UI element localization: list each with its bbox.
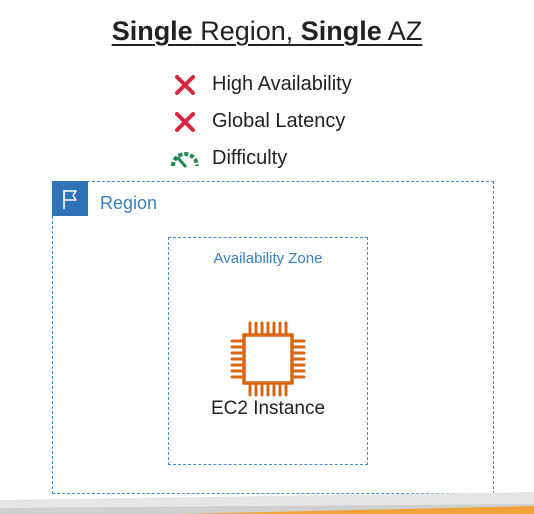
criteria-item-difficulty: Difficulty	[170, 140, 352, 177]
region-box: Region	[52, 181, 494, 494]
title-part-2: Region,	[192, 16, 301, 46]
x-icon	[170, 110, 200, 134]
title-part-3: Single	[300, 16, 382, 46]
flag-icon	[52, 181, 88, 216]
criteria-label: Difficulty	[212, 147, 288, 169]
title-part-4: AZ	[381, 16, 423, 46]
region-label: Region	[100, 193, 158, 213]
availability-zone-label: Availability Zone	[213, 250, 323, 267]
footer-decoration	[0, 492, 534, 514]
criteria-item-high-availability: High Availability	[170, 66, 352, 103]
criteria-label: High Availability	[212, 73, 352, 95]
availability-zone-box: Availability Zone EC2 Instance	[168, 237, 368, 465]
ec2-instance-label: EC2 Instance	[210, 398, 326, 419]
criteria-item-global-latency: Global Latency	[170, 103, 352, 140]
ec2-chip-icon	[230, 321, 306, 397]
criteria-label: Global Latency	[212, 110, 346, 132]
title-part-1: Single	[111, 16, 193, 46]
criteria-list: High Availability Global Latency Difficu…	[170, 66, 352, 177]
page-title: Single Region, Single AZ	[0, 16, 534, 47]
x-icon	[170, 73, 200, 97]
gauge-icon	[170, 147, 200, 171]
